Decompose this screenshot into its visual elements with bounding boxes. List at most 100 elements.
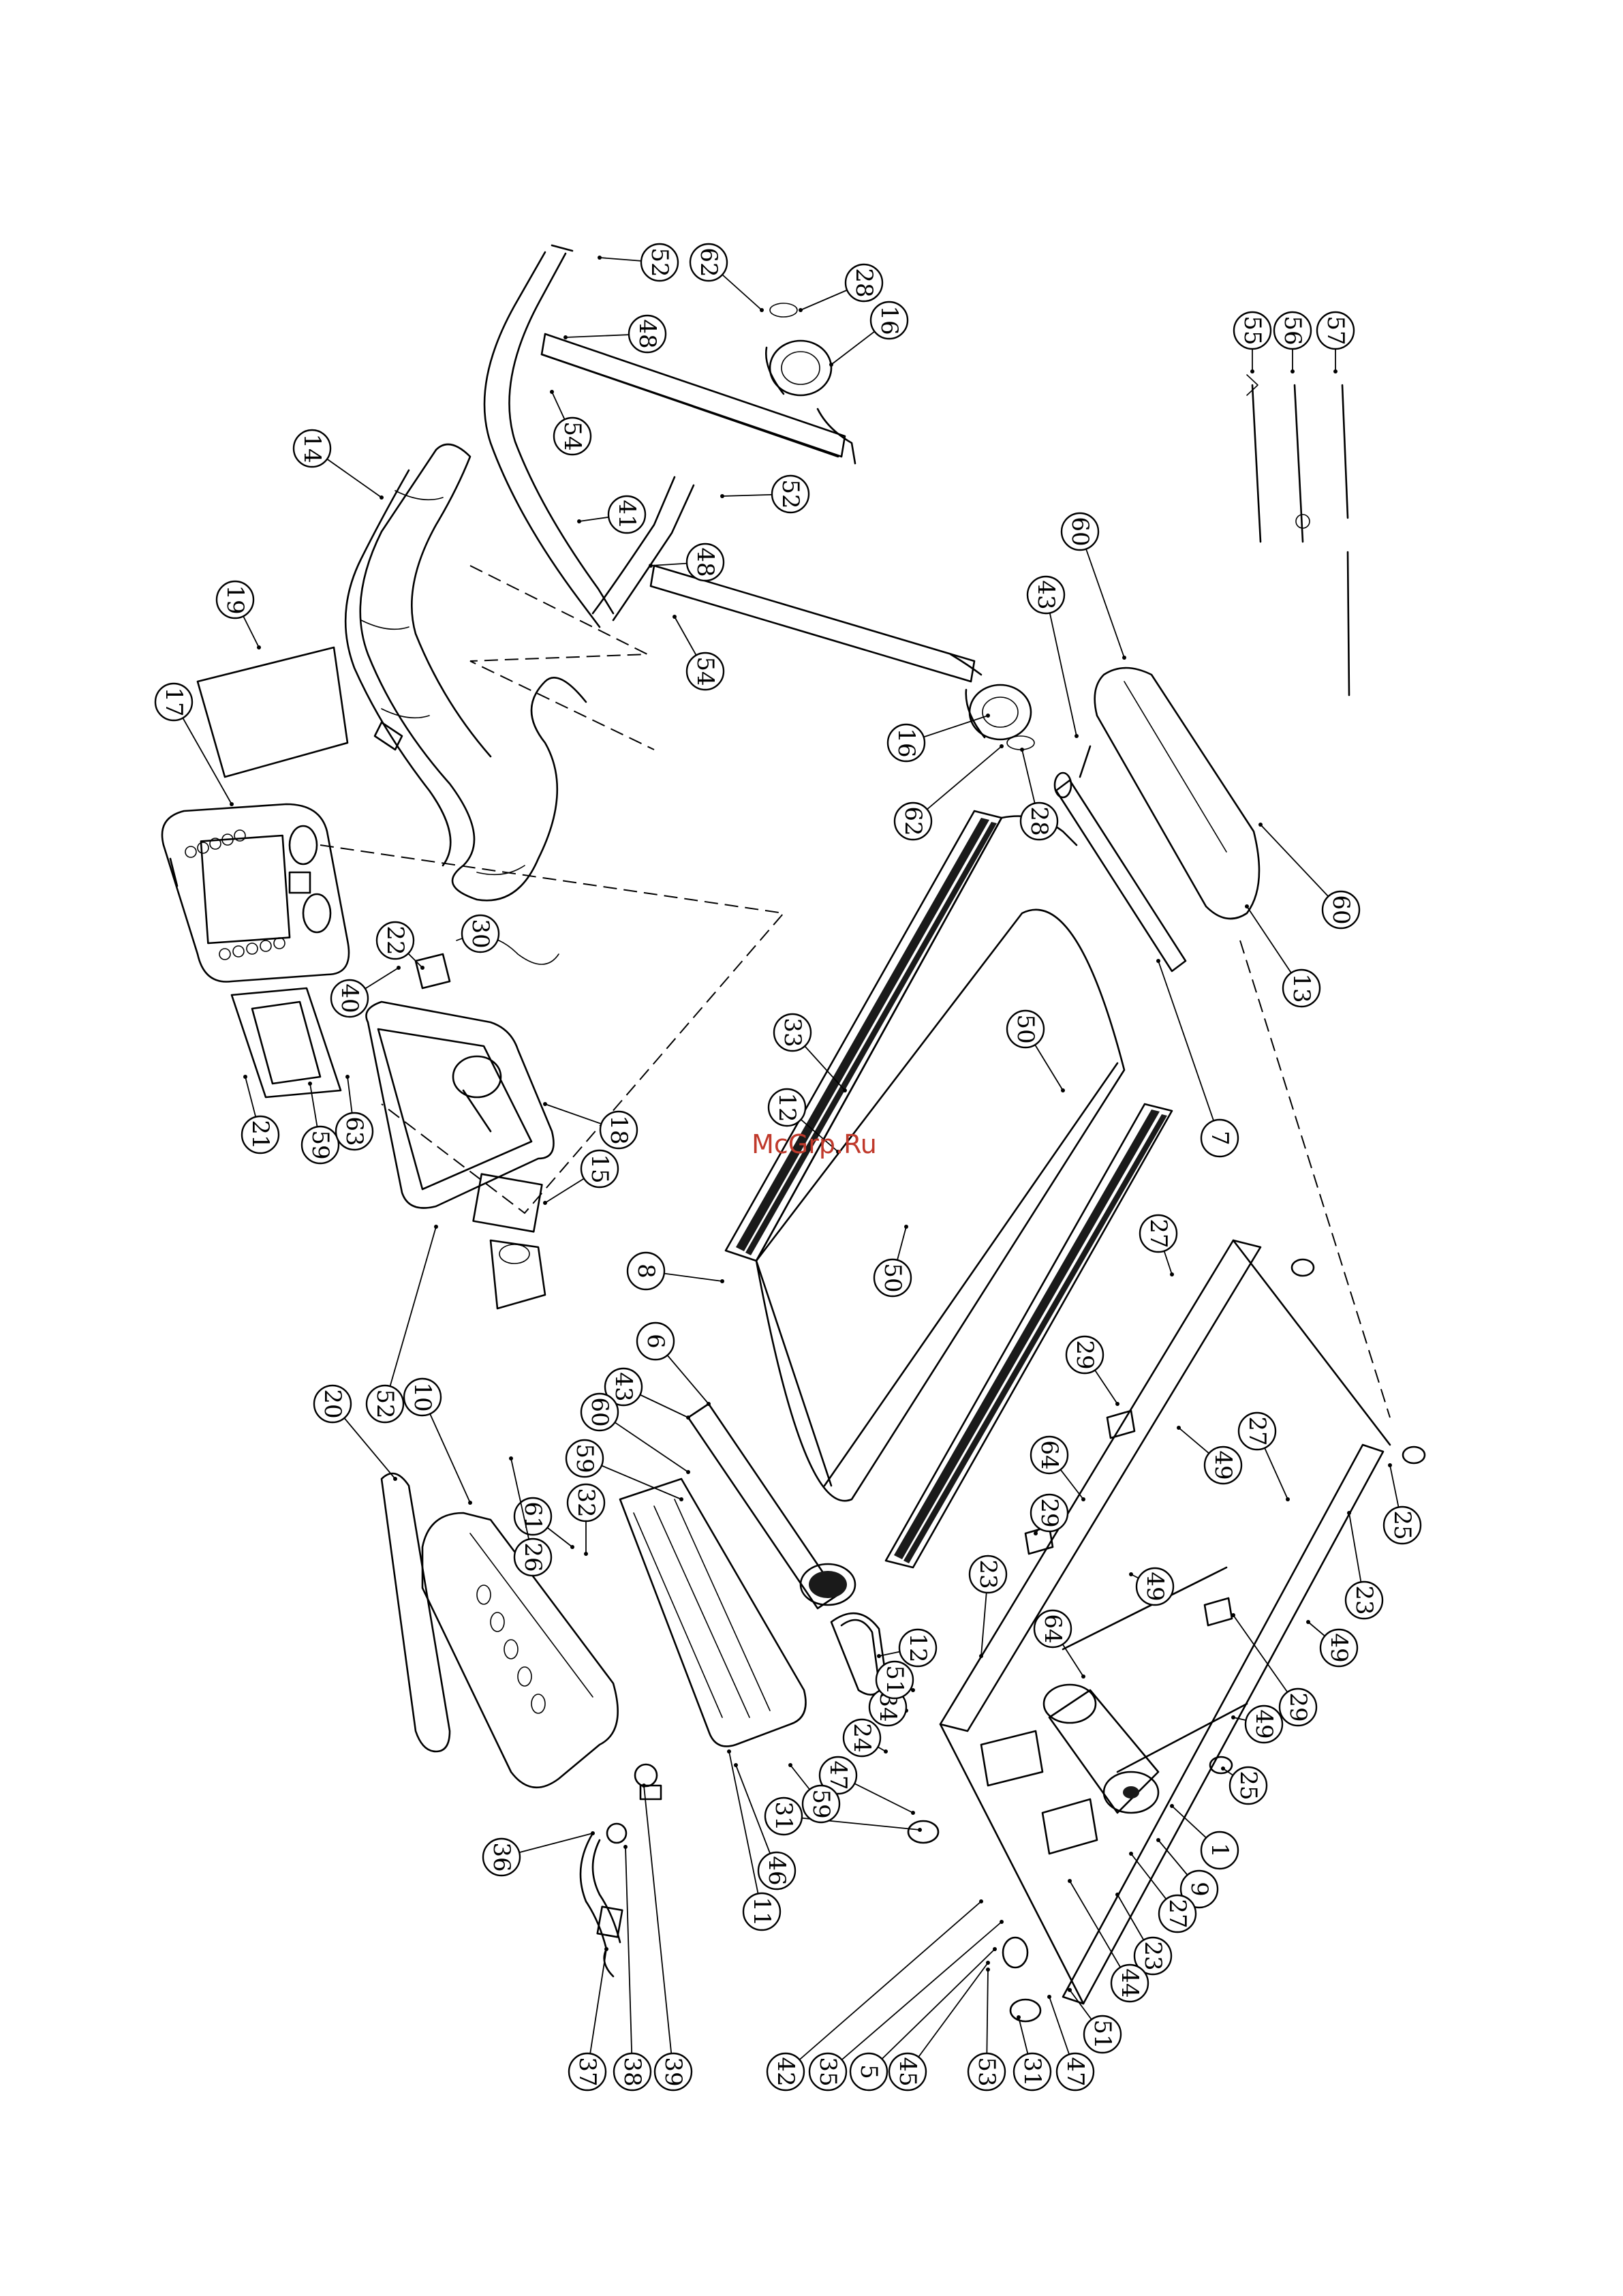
callout-number: 16 <box>893 728 920 757</box>
callout-number: 62 <box>695 247 722 277</box>
front-roller <box>688 1404 855 1608</box>
callout-54: 54 <box>673 615 724 690</box>
callout-number: 6 <box>642 1334 669 1349</box>
callout-anchor-dot <box>1081 1674 1085 1679</box>
callout-number: 7 <box>1206 1131 1233 1146</box>
callout-54: 54 <box>550 390 591 455</box>
callout-37: 37 <box>569 1947 608 2090</box>
callout-number: 12 <box>773 1092 801 1122</box>
callout-anchor-dot <box>799 308 803 312</box>
callout-number: 27 <box>1164 1899 1191 1928</box>
callout-number: 24 <box>848 1723 876 1752</box>
callout-64: 64 <box>1031 1437 1085 1501</box>
callout-29: 29 <box>1031 1495 1068 1535</box>
callout-number: 54 <box>559 421 586 450</box>
callout-49: 49 <box>1177 1426 1241 1484</box>
upright-frame <box>484 245 981 682</box>
callout-53: 53 <box>968 1968 1005 2090</box>
callout-anchor-dot <box>734 1763 738 1767</box>
motor-hood-base <box>620 1479 806 1747</box>
callout-number: 12 <box>904 1633 931 1662</box>
callout-33: 33 <box>774 1014 847 1092</box>
callout-number: 44 <box>1116 1968 1143 1997</box>
callout-number: 43 <box>1032 580 1060 609</box>
callout-number: 45 <box>894 2057 921 2086</box>
callout-anchor-dot <box>345 1075 350 1079</box>
callout-17: 17 <box>155 684 234 806</box>
callout-number: 38 <box>619 2057 646 2086</box>
callout-number: 47 <box>824 1760 852 1790</box>
callout-number: 52 <box>777 479 804 508</box>
callout-anchor-dot <box>1068 1879 1072 1883</box>
callout-anchor-dot <box>393 1477 397 1481</box>
callout-number: 47 <box>1062 2057 1089 2086</box>
callout-anchor-dot <box>1170 1804 1174 1808</box>
callout-number: 50 <box>1012 1014 1039 1043</box>
callout-31: 31 <box>765 1798 922 1835</box>
callout-anchor-dot <box>986 1968 990 1972</box>
callout-anchor-dot <box>727 1749 731 1754</box>
callout-number: 48 <box>634 319 661 348</box>
callout-anchor-dot <box>1129 1852 1133 1856</box>
callout-number: 31 <box>1019 2057 1046 2086</box>
foot-rear-a <box>1292 1259 1314 1276</box>
callout-anchor-dot <box>707 1402 711 1406</box>
callout-number: 37 <box>574 2057 601 2086</box>
callout-anchor-dot <box>1221 1766 1225 1771</box>
callout-number: 31 <box>770 1801 797 1831</box>
callout-51: 51 <box>1068 1988 1121 2053</box>
callout-50: 50 <box>874 1225 911 1296</box>
callout-anchor-dot <box>877 1654 881 1658</box>
callout-number: 33 <box>779 1017 806 1047</box>
callout-anchor-dot <box>1034 1531 1038 1535</box>
callout-27: 27 <box>1239 1413 1290 1501</box>
callout-anchor-dot <box>1129 1572 1133 1576</box>
callout-number: 53 <box>973 2057 1000 2086</box>
callout-25: 25 <box>1384 1463 1421 1544</box>
callout-number: 48 <box>692 547 719 577</box>
callout-number: 59 <box>307 1130 334 1159</box>
callout-60: 60 <box>1062 513 1126 660</box>
foot-rear-b <box>1403 1447 1425 1463</box>
callout-anchor-dot <box>1245 904 1249 908</box>
callout-49: 49 <box>1306 1620 1357 1666</box>
callout-leader <box>1080 532 1124 658</box>
callout-anchor-dot <box>1170 1272 1174 1276</box>
callout-11: 11 <box>727 1749 780 1930</box>
callout-number: 39 <box>660 2057 687 2086</box>
callout-number: 41 <box>613 500 640 529</box>
callout-number: 43 <box>610 1372 637 1401</box>
callout-number: 23 <box>974 1559 1002 1589</box>
clip-lower <box>1007 736 1034 750</box>
callout-39: 39 <box>642 1784 692 2090</box>
callout-anchor-dot <box>979 1654 983 1658</box>
callout-anchor-dot <box>257 645 261 649</box>
callout-number: 25 <box>1235 1771 1262 1800</box>
callout-number: 14 <box>298 433 326 463</box>
callout-number: 52 <box>371 1389 399 1418</box>
callout-anchor-dot <box>1156 959 1160 963</box>
callout-12: 12 <box>877 1629 936 1666</box>
callout-25: 25 <box>1221 1766 1267 1804</box>
callout-55: 55 <box>1234 312 1271 373</box>
overlay-panel <box>198 647 347 777</box>
mast-bracket <box>491 1240 545 1308</box>
callout-anchor-dot <box>642 1784 646 1788</box>
callout-anchor-dot <box>1156 1838 1160 1842</box>
callout-60: 60 <box>1258 823 1359 928</box>
callout-number: 64 <box>1039 1614 1066 1643</box>
callout-anchor-dot <box>434 1225 438 1229</box>
callout-48: 48 <box>563 316 666 352</box>
callout-31: 31 <box>1014 2015 1051 2090</box>
callout-anchor-dot <box>591 1831 595 1835</box>
callout-anchor-dot <box>918 1828 922 1832</box>
callout-anchor-dot <box>1258 823 1263 827</box>
callout-number: 10 <box>409 1382 436 1411</box>
callout-number: 25 <box>1389 1510 1416 1540</box>
callout-anchor-dot <box>911 1811 915 1815</box>
callout-leader <box>385 1227 436 1404</box>
callout-number: 27 <box>1145 1219 1172 1248</box>
callout-leader <box>908 1963 988 2072</box>
callout-29: 29 <box>1066 1336 1119 1406</box>
